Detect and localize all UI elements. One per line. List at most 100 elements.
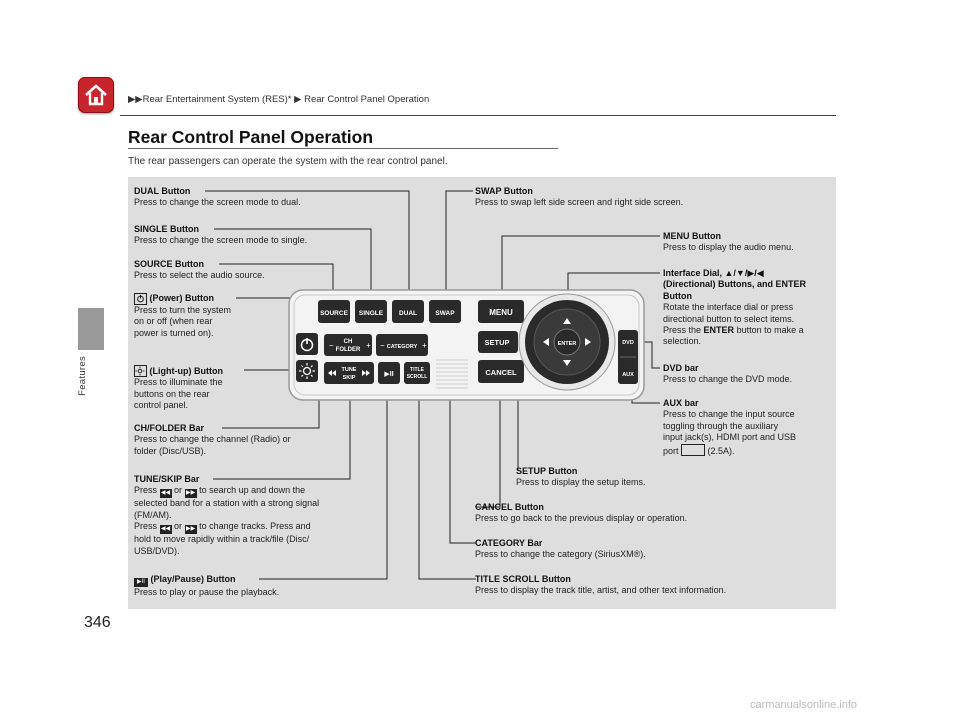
tune-desc1-2: selected band for a station with a stron… — [134, 498, 320, 509]
setup-callout-title: SETUP Button — [516, 466, 578, 476]
aux-callout-desc-1: Press to change the input source — [663, 409, 795, 420]
cancel-button[interactable]: CANCEL — [478, 360, 524, 383]
page-number: 346 — [84, 614, 111, 631]
tune-desc2-1: to change tracks. Press and — [199, 521, 311, 532]
menu-button[interactable]: MENU — [478, 300, 524, 323]
ch-folder-callout: CH/FOLDER Bar Press to change the channe… — [134, 423, 291, 457]
swap-callout: SWAP Button Press to swap left side scre… — [475, 186, 683, 209]
skip-back-icon: ◀◀ — [159, 525, 172, 535]
ch-folder-callout-desc-1: Press to change the channel (Radio) or — [134, 434, 291, 445]
menu-callout-desc: Press to display the audio menu. — [663, 242, 794, 253]
light-callout-desc-1: Press to illuminate the — [134, 377, 223, 388]
breadcrumb[interactable]: ▶▶Rear Entertainment System (RES)* ▶ Rea… — [128, 94, 429, 105]
intro-text: The rear passengers can operate the syst… — [128, 156, 448, 167]
title-scroll-callout-title: TITLE SCROLL Button — [475, 574, 571, 584]
play-callout: ▶II (Play/Pause) Button Press to play or… — [134, 574, 279, 598]
tune-skip-callout-title: TUNE/SKIP Bar — [134, 474, 200, 484]
swap-button-label: SWAP — [435, 310, 455, 317]
dial-desc2-pre: Press the — [663, 325, 702, 336]
tune-desc1-1: to search up and down the — [199, 485, 306, 496]
title-scroll-label-1: TITLE — [410, 367, 425, 373]
dual-button-label: DUAL — [399, 310, 417, 317]
menu-callout-title: MENU Button — [663, 231, 721, 241]
aux-callout-title: AUX bar — [663, 398, 699, 408]
ch-folder-callout-desc-2: folder (Disc/USB). — [134, 445, 207, 456]
swap-callout-title: SWAP Button — [475, 186, 533, 196]
dial-desc2-post-1: button to make a — [736, 325, 804, 336]
light-up-button[interactable] — [296, 360, 318, 382]
power-callout: (Power) Button Press to turn the system … — [134, 293, 231, 339]
section-tab[interactable] — [78, 308, 104, 350]
light-icon — [134, 365, 147, 377]
panel-grille — [436, 359, 468, 389]
skip-back-icon: ◀◀ — [159, 489, 172, 499]
dual-button[interactable]: DUAL — [392, 300, 424, 323]
tune-press-1: Press — [134, 485, 158, 496]
source-callout-title: SOURCE Button — [134, 259, 204, 269]
dial-callout-title-1: Interface Dial, ▲/▼/▶/◀ — [663, 268, 764, 278]
tune-or-1: or — [174, 485, 183, 496]
setup-callout-desc: Press to display the setup items. — [516, 477, 646, 488]
down-arrow-icon — [563, 360, 571, 366]
power-button[interactable] — [296, 333, 318, 355]
category-label: CATEGORY — [387, 344, 418, 350]
power-callout-desc-1: Press to turn the system — [134, 305, 232, 315]
power-icon — [134, 293, 147, 305]
play-pause-button[interactable]: ▶II — [378, 362, 400, 384]
title-divider — [128, 148, 558, 149]
category-bar[interactable]: −CATEGORY + — [376, 334, 428, 356]
source-callout-desc: Press to select the audio source. — [134, 270, 265, 281]
tune-desc2-2: hold to move rapidly within a track/file… — [134, 534, 310, 545]
single-button[interactable]: SINGLE — [355, 300, 387, 323]
tune-press-2: Press — [134, 521, 158, 532]
ch-minus: − — [329, 341, 334, 350]
dial-desc2-post-2: selection. — [663, 336, 702, 347]
cancel-callout: CANCEL Button Press to go back to the pr… — [475, 502, 687, 525]
single-callout: SINGLE Button Press to change the screen… — [134, 224, 307, 247]
power-callout-title: (Power) Button — [149, 293, 215, 303]
power-callout-desc-2: on or off (when rear — [134, 316, 213, 327]
enter-label: ENTER — [558, 341, 577, 347]
skip-back-icon — [328, 370, 336, 376]
dvd-callout-desc: Press to change the DVD mode. — [663, 374, 793, 385]
swap-button[interactable]: SWAP — [429, 300, 461, 323]
category-callout-desc: Press to change the category (SiriusXM®)… — [475, 549, 646, 560]
light-callout-title: (Light-up) Button — [149, 366, 223, 376]
menu-button-label: MENU — [489, 308, 513, 317]
tune-skip-callout: TUNE/SKIP Bar Press ◀◀ or ▶▶ to search u… — [134, 474, 374, 557]
play-pause-icon: ▶II — [384, 371, 393, 378]
source-callout: SOURCE Button Press to select the audio … — [134, 259, 265, 282]
tune-desc2-3: USB/DVD). — [134, 545, 180, 556]
up-arrow-icon — [563, 318, 571, 324]
dvd-callout-title: DVD bar — [663, 363, 699, 373]
swap-callout-desc: Press to swap left side screen and right… — [475, 197, 684, 208]
category-minus: − — [380, 341, 385, 350]
play-callout-title: (Play/Pause) Button — [150, 574, 236, 584]
power-callout-desc-3: power is turned on). — [134, 327, 214, 338]
play-pause-icon: ▶II — [134, 578, 148, 587]
category-callout-title: CATEGORY Bar — [475, 538, 543, 548]
home-icon[interactable] — [78, 77, 114, 113]
dial-callout-desc-2: directional button to select items. — [663, 313, 795, 324]
source-button[interactable]: SOURCE — [318, 300, 350, 323]
dvd-label: DVD — [622, 340, 634, 346]
left-arrow-icon — [543, 338, 549, 346]
dual-callout-desc: Press to change the screen mode to dual. — [134, 197, 301, 208]
dial-callout-title-3: Button — [663, 290, 692, 301]
header-divider — [120, 115, 836, 116]
setup-button[interactable]: SETUP — [478, 331, 518, 353]
title-scroll-callout-desc: Press to display the track title, artist… — [475, 585, 727, 596]
category-plus: + — [422, 341, 427, 350]
light-callout-desc-3: control panel. — [134, 400, 189, 411]
aux-callout: AUX bar Press to change the input source… — [663, 398, 835, 457]
ch-folder-callout-title: CH/FOLDER Bar — [134, 423, 205, 433]
interface-dial[interactable]: ENTER — [518, 293, 616, 391]
aux-callout-desc-2: toggling through the auxiliary — [663, 420, 779, 431]
setup-callout: SETUP Button Press to display the setup … — [516, 466, 646, 489]
skip-forward-icon: ▶▶ — [184, 489, 197, 499]
